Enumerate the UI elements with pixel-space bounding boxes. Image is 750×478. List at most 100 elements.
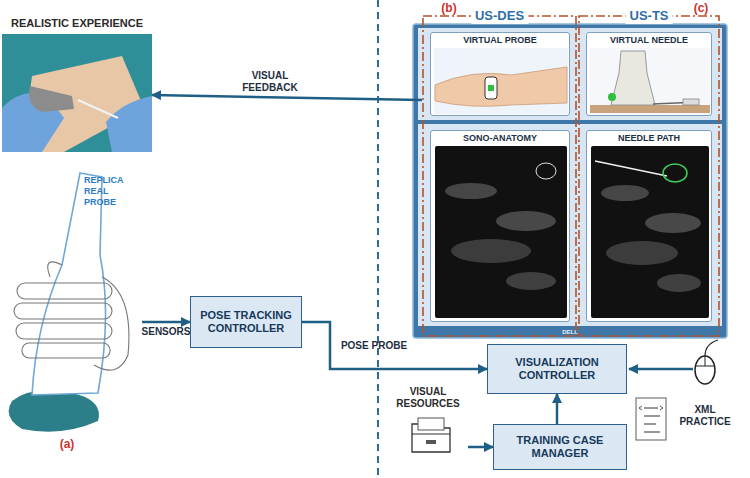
ultrasound-image <box>536 163 556 179</box>
photo-panel: REALISTIC EXPERIENCE <box>2 16 152 152</box>
ultrasound-image <box>445 183 497 199</box>
folder-icon <box>412 434 450 435</box>
dashed-region <box>423 16 576 336</box>
screen-panel: VIRTUAL NEEDLE <box>586 32 712 116</box>
xml-document-icon <box>644 431 660 433</box>
callout-letter: (b) <box>436 1 462 15</box>
hand-with-probe-drawing <box>17 283 112 299</box>
node-text: VISUALIZATION CONTROLLER <box>494 356 620 382</box>
ultrasound-image <box>435 146 567 318</box>
connector-arrow <box>302 322 487 369</box>
hand-with-probe-drawing <box>94 277 129 370</box>
connector-arrow <box>556 394 559 424</box>
monitor-frame <box>413 24 727 338</box>
needle-path-image <box>595 161 667 176</box>
connector-arrow <box>152 95 422 100</box>
process-box: POSE TRACKING CONTROLLER <box>190 296 302 348</box>
needle-path-image <box>657 274 701 292</box>
xml-document-icon <box>644 415 660 417</box>
callout-letter: (a) <box>52 437 82 451</box>
display-region: US-TS VIRTUAL NEEDLE NEEDLE PATH <box>578 8 720 338</box>
procedure-photo <box>2 16 152 152</box>
node-text: US-DES <box>471 8 528 24</box>
mouse-icon <box>695 356 715 384</box>
monitor-frame <box>418 124 722 326</box>
virtual-arm-image <box>431 33 570 116</box>
virtual-needle-image <box>608 93 616 101</box>
procedure-photo <box>2 34 152 152</box>
mouse-icon <box>629 340 718 384</box>
screen-panel: SONO-ANATOMY <box>430 130 570 322</box>
hand-with-probe-drawing <box>9 390 99 431</box>
connector-arrow <box>142 321 190 324</box>
screen-panel: NEEDLE PATH <box>586 130 712 322</box>
node-text: NEEDLE PATH <box>587 131 711 144</box>
hand-with-probe-drawing <box>48 262 62 277</box>
mouse-icon <box>705 356 706 366</box>
mouse-icon <box>705 340 718 356</box>
monitor-frame <box>418 28 722 120</box>
hand-with-probe-drawing <box>22 343 110 358</box>
folder-icon <box>426 440 436 444</box>
virtual-needle-image <box>590 105 710 113</box>
file-label: XML PRACTICE <box>672 404 738 428</box>
procedure-photo <box>106 96 152 152</box>
process-box: VISUALIZATION CONTROLLER <box>487 344 627 394</box>
process-box: TRAINING CASE MANAGER <box>493 424 627 470</box>
brand-mark: DELL <box>555 329 585 336</box>
virtual-needle-image <box>590 48 710 114</box>
folder-icon <box>418 418 444 430</box>
node-text: VIRTUAL PROBE <box>431 33 569 46</box>
virtual-arm-image <box>488 85 494 91</box>
node-text: POSE TRACKING CONTROLLER <box>197 309 295 335</box>
needle-path-image <box>601 185 649 201</box>
xml-document-icon <box>636 398 666 440</box>
node-text: REALISTIC EXPERIENCE <box>2 16 152 30</box>
node-text: TRAINING CASE MANAGER <box>500 434 620 460</box>
virtual-needle-image <box>683 99 699 105</box>
dashed-region <box>579 16 719 336</box>
display-region: US-DES VIRTUAL PROBE SONO-ANATOMY <box>422 8 577 338</box>
hand-with-probe-drawing <box>14 303 112 319</box>
virtual-needle-image <box>611 51 655 105</box>
node-text: REPLICA REAL PROBE <box>84 175 142 208</box>
ultrasound-image <box>506 272 556 290</box>
needle-path-image <box>606 241 678 265</box>
virtual-needle-image <box>587 33 712 116</box>
probe-illustration: REPLICA REAL PROBE <box>2 165 142 435</box>
edge-label: POSE PROBE <box>334 340 414 352</box>
callout-letter: (c) <box>688 1 714 15</box>
node-text: US-TS <box>626 8 673 24</box>
node-text: VIRTUAL NEEDLE <box>587 33 711 46</box>
virtual-arm-image <box>485 77 497 99</box>
virtual-arm-image <box>435 67 567 106</box>
needle-path-image <box>587 131 712 322</box>
divider-line <box>378 0 379 478</box>
divider-line <box>377 0 379 478</box>
resource-icon: VISUAL RESOURCES <box>388 386 468 458</box>
hand-with-probe-drawing <box>2 165 142 435</box>
node-text: SONO-ANATOMY <box>431 131 569 144</box>
needle-path-image <box>591 146 709 318</box>
xml-document-icon <box>644 407 658 409</box>
mouse-icon <box>629 368 693 371</box>
edge-label: SENSORS <box>140 326 192 338</box>
monitor-frame <box>413 24 727 338</box>
procedure-photo <box>78 100 118 118</box>
xml-document-icon <box>644 423 656 425</box>
screen-panel: VIRTUAL PROBE <box>430 32 570 116</box>
xml-document-icon <box>639 406 663 410</box>
virtual-arm-image <box>434 48 568 114</box>
xml-document-icon <box>636 398 666 440</box>
ultrasound-image <box>496 211 556 231</box>
needle-path-image <box>645 213 701 233</box>
ultrasound-image <box>431 131 570 322</box>
edge-label: VISUAL FEEDBACK <box>225 70 315 94</box>
procedure-photo <box>29 86 74 112</box>
hand-with-probe-drawing <box>16 323 112 339</box>
connector-arrow <box>468 446 493 449</box>
node-text: VISUAL RESOURCES <box>388 386 468 410</box>
ultrasound-image <box>451 239 531 263</box>
